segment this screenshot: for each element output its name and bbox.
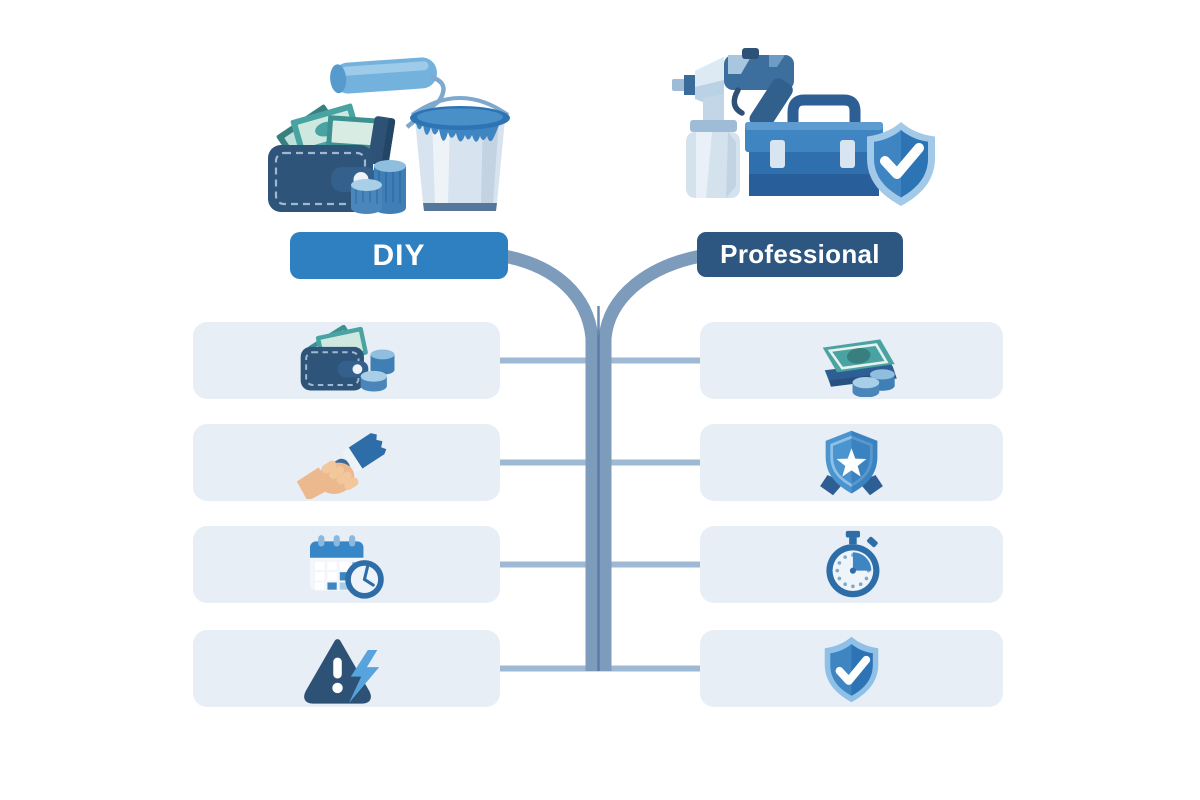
diy-row-card-3: [193, 526, 500, 603]
diy-row-card-4: [193, 630, 500, 707]
diy-row-card-1: [193, 322, 500, 399]
stopwatch-icon: [826, 530, 880, 597]
cash-stack-coins-icon: [822, 338, 897, 397]
paintbrush-hand-icon: [296, 432, 386, 499]
toolbox-icon: [745, 94, 883, 196]
professional-label: Professional: [720, 239, 880, 269]
professional-row-card-4: [700, 630, 1003, 707]
paint-bucket-icon: [410, 96, 510, 211]
calendar-clock-icon: [309, 534, 384, 599]
professional-header-badge: Professional: [697, 232, 903, 277]
coin-stacks-icon: [351, 160, 406, 214]
diy-header-badge: DIY: [290, 232, 508, 279]
quality-star-badge-icon: [820, 430, 883, 495]
shield-check-icon: [824, 636, 879, 702]
diy-label: DIY: [372, 238, 426, 272]
professional-illustration: [672, 48, 935, 206]
diy-illustration: [268, 57, 510, 214]
diy-row-card-2: [193, 424, 500, 501]
branch-right: [598, 249, 703, 671]
professional-row-card-3: [700, 526, 1003, 603]
professional-row-card-2: [700, 424, 1003, 501]
spray-gun-icon: [672, 48, 794, 198]
professional-row-card-1: [700, 322, 1003, 399]
branch-left: [502, 249, 599, 671]
cash-bills-icon: [276, 103, 381, 164]
warning-lightning-icon: [303, 638, 379, 704]
wallet-coins-icon: [300, 324, 395, 392]
shield-check-icon: [867, 122, 935, 206]
